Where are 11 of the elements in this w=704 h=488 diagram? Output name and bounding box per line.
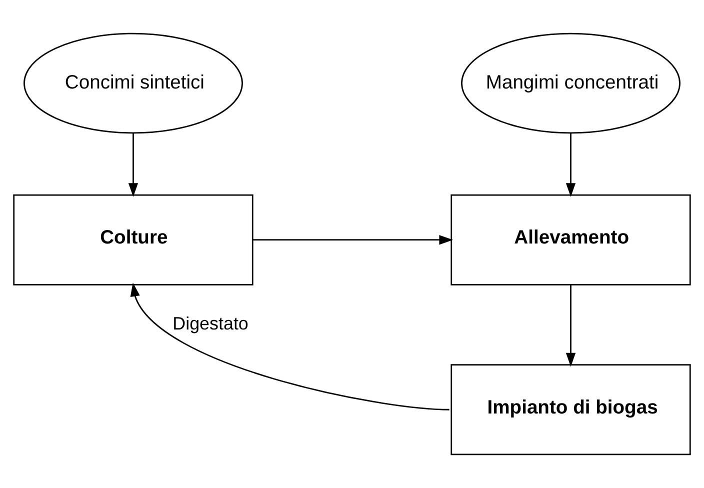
edge-label: Digestato: [172, 313, 248, 334]
node-box: Colture: [13, 194, 254, 286]
arrow: [128, 133, 138, 197]
node-box: Impianto di biogas: [450, 364, 691, 456]
node-box: Allevamento: [450, 194, 691, 286]
node-ellipse: Concimi sintetici: [24, 32, 243, 134]
arrow: [252, 235, 454, 245]
arrow: [566, 133, 576, 197]
arrow: [566, 285, 576, 367]
node-ellipse: Mangimi concentrati: [461, 32, 680, 134]
arrow: [130, 282, 450, 410]
